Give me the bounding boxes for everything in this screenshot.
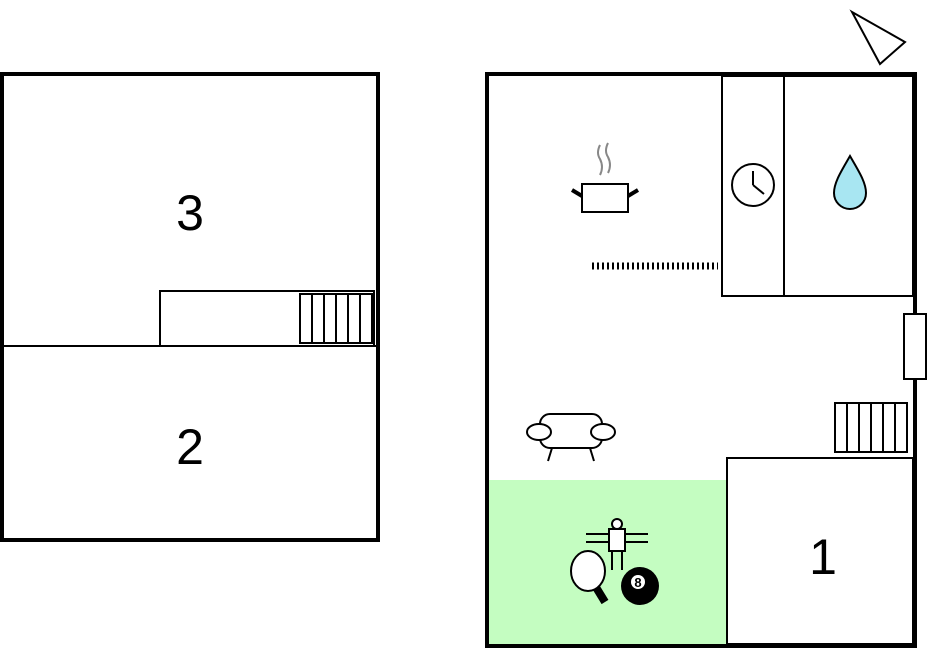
billiard-ball-number: 8 [634, 575, 641, 590]
cooking-pot-icon [570, 142, 640, 213]
room-1-label: 1 [809, 529, 837, 585]
upper-floor: 3 2 [0, 72, 380, 542]
north-arrow-icon [849, 9, 907, 66]
clock-icon [731, 163, 775, 207]
billiard-ball-icon: 8 [621, 567, 659, 605]
stairs-icon [299, 293, 373, 344]
stairs-icon [834, 402, 908, 453]
water-drop-icon [832, 153, 868, 210]
window-icon [903, 313, 927, 380]
ground-floor: 1 [485, 9, 927, 648]
game-room-area [487, 480, 727, 646]
foosball-icon [586, 518, 648, 570]
room-3-label: 3 [176, 185, 204, 241]
room-2-label: 2 [176, 419, 204, 475]
sofa-icon [526, 413, 616, 462]
bathroom [783, 75, 914, 297]
table-tennis-paddle-icon [570, 550, 609, 605]
